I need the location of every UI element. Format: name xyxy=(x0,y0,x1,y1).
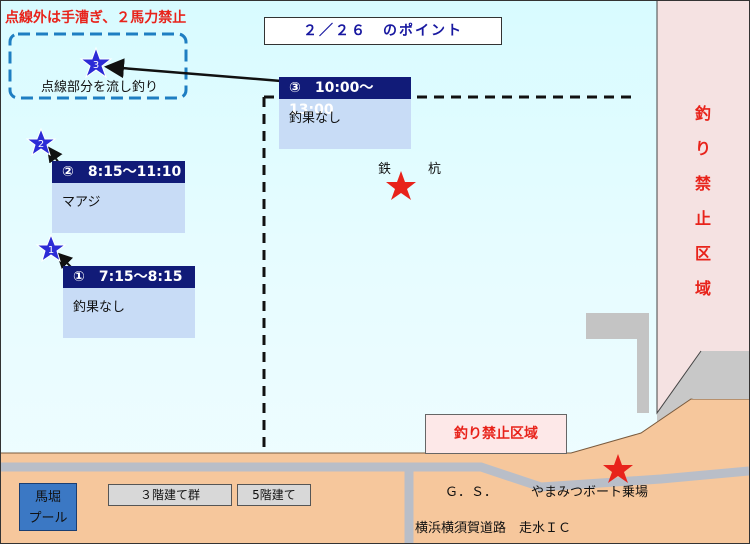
drift-area-box xyxy=(8,32,188,100)
svg-text:2: 2 xyxy=(38,139,44,150)
spot-card-header: ① 7:15～8:15 xyxy=(63,266,195,288)
boat-dock-label: やまみつボート乗場 xyxy=(531,485,649,500)
svg-text:1: 1 xyxy=(48,245,54,256)
building-5f: 5階建て xyxy=(237,484,311,506)
coastline-edge xyxy=(656,1,702,415)
spot-star-3: 3 xyxy=(79,46,113,79)
building-3f: ３階建て群 xyxy=(108,484,232,506)
road-main xyxy=(1,462,749,492)
breakwater xyxy=(586,313,649,413)
spot-star-2: 2 xyxy=(25,127,57,157)
no-fishing-area xyxy=(657,1,749,413)
arrow-2 xyxy=(46,145,63,164)
spot-card-header: ③ 10:00～13:00 xyxy=(279,77,411,118)
road-label: 横浜横須賀道路 走水ＩＣ xyxy=(415,521,572,536)
svg-text:3: 3 xyxy=(93,60,99,71)
arrow-3 xyxy=(104,58,282,83)
iron-pile-label: 鉄 杭 xyxy=(378,162,454,177)
page-title: ２／２６ のポイント xyxy=(264,17,502,45)
spot-card-body: マアジ xyxy=(62,195,101,210)
boat-dock-star xyxy=(603,454,633,483)
pool-building: 馬堀プール xyxy=(19,483,77,531)
spot-star-1: 1 xyxy=(35,233,67,263)
spot-card-header: ② 8:15～11:10 xyxy=(52,161,185,183)
spot-card-body: 釣果なし xyxy=(289,111,342,126)
no-fishing-vertical-label: 釣り禁止区域 xyxy=(694,104,711,298)
spot-card-3: ③ 10:00～13:00 釣果なし xyxy=(279,77,411,149)
no-fishing-box: 釣り禁止区域 xyxy=(425,414,567,454)
gas-station-label: Ｇ．Ｓ． xyxy=(445,485,498,500)
warning-text: 点線外は手漕ぎ、２馬力禁止 xyxy=(5,10,187,26)
iron-pile-star xyxy=(386,171,416,200)
spot-card-body: 釣果なし xyxy=(73,300,126,315)
drift-label: 点線部分を流し釣り xyxy=(41,80,159,95)
spot-card-2: ② 8:15～11:10 マアジ xyxy=(52,161,185,233)
spot-card-1: ① 7:15～8:15 釣果なし xyxy=(63,266,195,338)
